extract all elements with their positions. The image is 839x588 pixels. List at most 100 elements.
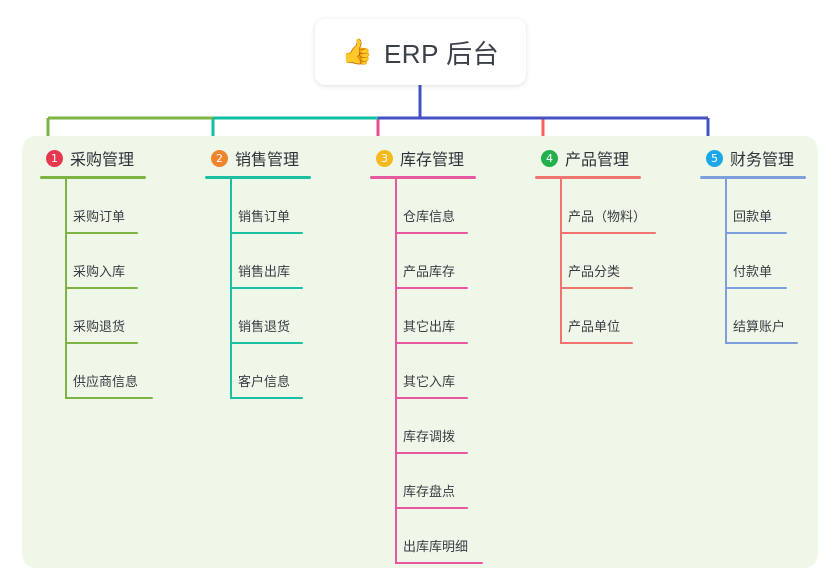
branch-item-underline bbox=[395, 232, 468, 234]
branch-item-label: 库存调拨 bbox=[403, 429, 456, 444]
branch-item-list: 产品（物料） 产品分类产品单位 bbox=[535, 179, 656, 344]
branch-item[interactable]: 其它出库 bbox=[370, 289, 476, 344]
branch-item-label: 采购订单 bbox=[73, 209, 126, 224]
branch-header-underline bbox=[370, 176, 476, 179]
branch-item[interactable]: 仓库信息 bbox=[370, 179, 476, 234]
branch-item-underline bbox=[725, 342, 798, 344]
branch-column-4: 4 产品管理产品（物料） 产品分类产品单位 bbox=[535, 145, 656, 344]
branch-item-label: 销售出库 bbox=[238, 264, 291, 279]
branch-item-label: 其它入库 bbox=[403, 374, 456, 389]
branch-title: 产品管理 bbox=[565, 152, 630, 169]
branch-column-2: 2 销售管理销售订单销售出库销售退货客户信息 bbox=[205, 145, 311, 399]
branch-header-underline bbox=[700, 176, 806, 179]
branch-item-underline bbox=[230, 232, 303, 234]
branch-item[interactable]: 客户信息 bbox=[205, 344, 311, 399]
branch-item-underline bbox=[65, 342, 138, 344]
branch-item-label: 客户信息 bbox=[238, 374, 291, 389]
branch-item-underline bbox=[65, 287, 138, 289]
branch-item[interactable]: 产品分类 bbox=[535, 234, 641, 289]
branch-item-underline bbox=[560, 342, 633, 344]
branch-item[interactable]: 销售订单 bbox=[205, 179, 311, 234]
branch-item[interactable]: 采购退货 bbox=[40, 289, 146, 344]
branch-item-list: 销售订单销售出库销售退货客户信息 bbox=[205, 179, 311, 399]
branch-item-label: 出库库明细 bbox=[403, 539, 469, 554]
branch-item-underline bbox=[395, 507, 468, 509]
branch-item-label: 结算账户 bbox=[733, 319, 786, 334]
root-node-content: 👍 ERP 后台 bbox=[342, 34, 499, 71]
branch-item-underline bbox=[395, 562, 483, 564]
branch-item[interactable]: 回款单 bbox=[700, 179, 806, 234]
thumbs-up-icon: 👍 bbox=[341, 37, 373, 66]
branch-number-badge: 1 bbox=[46, 149, 63, 167]
branch-item-underline bbox=[65, 397, 153, 399]
branch-item[interactable]: 产品库存 bbox=[370, 234, 476, 289]
branch-item-label: 产品（物料） bbox=[568, 209, 647, 224]
branch-item-list: 仓库信息产品库存其它出库其它入库库存调拨库存盘点出库库明细 bbox=[370, 179, 483, 564]
branch-header-underline bbox=[535, 176, 641, 179]
branch-item[interactable]: 库存调拨 bbox=[370, 399, 476, 454]
branch-item-label: 付款单 bbox=[733, 264, 773, 279]
branch-item-underline bbox=[395, 397, 468, 399]
branch-spine bbox=[560, 179, 562, 344]
branch-item-label: 产品单位 bbox=[568, 319, 621, 334]
branch-spine bbox=[395, 179, 397, 564]
branch-spine bbox=[230, 179, 232, 399]
branch-item-label: 采购入库 bbox=[73, 264, 126, 279]
branch-item-label: 采购退货 bbox=[73, 319, 126, 334]
branch-item-label: 其它出库 bbox=[403, 319, 456, 334]
branch-header-underline bbox=[40, 176, 146, 179]
branch-number-badge: 4 bbox=[541, 149, 558, 167]
branch-item-underline bbox=[395, 342, 468, 344]
branch-item[interactable]: 销售出库 bbox=[205, 234, 311, 289]
branch-item[interactable]: 销售退货 bbox=[205, 289, 311, 344]
branch-item-label: 回款单 bbox=[733, 209, 773, 224]
branch-item[interactable]: 其它入库 bbox=[370, 344, 476, 399]
branch-item-label: 销售订单 bbox=[238, 209, 291, 224]
branch-spine bbox=[725, 179, 727, 344]
branch-item[interactable]: 产品单位 bbox=[535, 289, 641, 344]
branch-item-list: 采购订单采购入库采购退货供应商信息 bbox=[40, 179, 153, 399]
branch-item-underline bbox=[65, 232, 138, 234]
branch-header-1[interactable]: 1 采购管理 bbox=[40, 145, 146, 171]
branch-item-underline bbox=[560, 232, 656, 234]
branch-item-underline bbox=[725, 287, 787, 289]
branch-column-1: 1 采购管理采购订单采购入库采购退货供应商信息 bbox=[40, 145, 153, 399]
root-node[interactable]: 👍 ERP 后台 bbox=[315, 19, 526, 85]
branch-title: 采购管理 bbox=[70, 152, 135, 169]
root-title: ERP 后台 bbox=[383, 38, 500, 69]
branch-item-label: 销售退货 bbox=[238, 319, 291, 334]
branch-item[interactable]: 付款单 bbox=[700, 234, 806, 289]
branch-header-underline bbox=[205, 176, 311, 179]
branch-number-badge: 2 bbox=[211, 149, 228, 167]
branch-item-label: 供应商信息 bbox=[73, 374, 139, 389]
branch-item-label: 产品库存 bbox=[403, 264, 456, 279]
branch-item[interactable]: 采购订单 bbox=[40, 179, 146, 234]
branch-item[interactable]: 产品（物料） bbox=[535, 179, 656, 234]
branch-item[interactable]: 采购入库 bbox=[40, 234, 146, 289]
branch-item[interactable]: 出库库明细 bbox=[370, 509, 483, 564]
branch-item-underline bbox=[230, 287, 303, 289]
branch-item[interactable]: 库存盘点 bbox=[370, 454, 476, 509]
branch-item[interactable]: 结算账户 bbox=[700, 289, 806, 344]
branch-item-underline bbox=[560, 287, 633, 289]
branch-item-underline bbox=[395, 452, 468, 454]
branch-item-label: 仓库信息 bbox=[403, 209, 456, 224]
branch-item-underline bbox=[395, 287, 468, 289]
branch-header-4[interactable]: 4 产品管理 bbox=[535, 145, 641, 171]
branch-item[interactable]: 供应商信息 bbox=[40, 344, 153, 399]
branch-spine bbox=[65, 179, 67, 399]
branch-item-underline bbox=[725, 232, 787, 234]
branch-panel bbox=[22, 136, 818, 568]
branch-header-2[interactable]: 2 销售管理 bbox=[205, 145, 311, 171]
branch-item-label: 库存盘点 bbox=[403, 484, 456, 499]
branch-title: 销售管理 bbox=[235, 152, 300, 169]
branch-number-badge: 3 bbox=[376, 149, 393, 167]
branch-number-badge: 5 bbox=[706, 149, 723, 167]
branch-item-underline bbox=[230, 342, 303, 344]
branch-item-label: 产品分类 bbox=[568, 264, 621, 279]
